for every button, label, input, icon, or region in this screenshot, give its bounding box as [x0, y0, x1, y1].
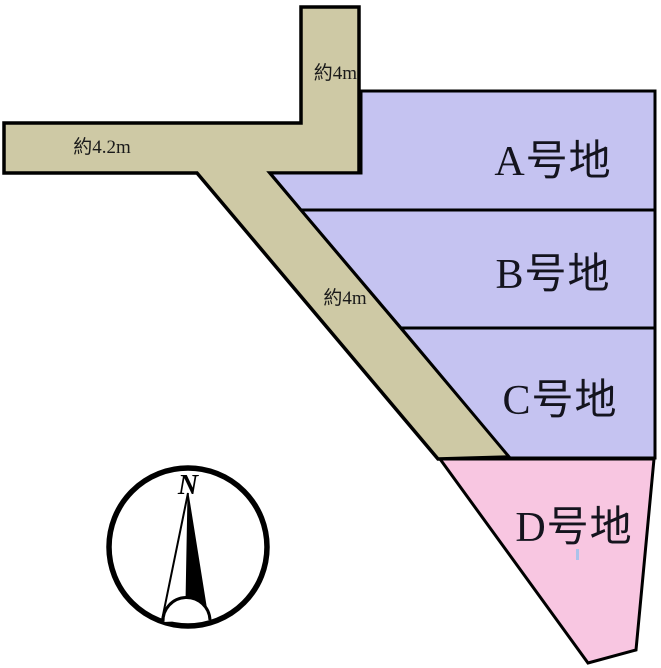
lot-c-label: C号地 [502, 378, 617, 424]
compass-group: N [106, 465, 270, 629]
compass-base-arc [161, 595, 212, 623]
road-width-label-top: 約4m [314, 62, 358, 84]
compass-needle-outline [161, 492, 189, 621]
lots-group: A号地 B号地 C号地 D号地 [266, 89, 657, 665]
road-width-label-diagonal: 約4m [323, 287, 367, 309]
road-shape [2, 5, 514, 461]
lot-b-label: B号地 [495, 252, 610, 298]
lot-d-shape [437, 457, 656, 665]
stray-mark [576, 549, 579, 560]
roads-group: 約4m 約4.2m 約4m [2, 5, 514, 461]
compass-north-label: N [177, 470, 200, 501]
lot-d-label: D号地 [515, 505, 632, 551]
road-width-label-left: 約4.2m [73, 136, 131, 158]
lot-a-label: A号地 [494, 139, 611, 185]
